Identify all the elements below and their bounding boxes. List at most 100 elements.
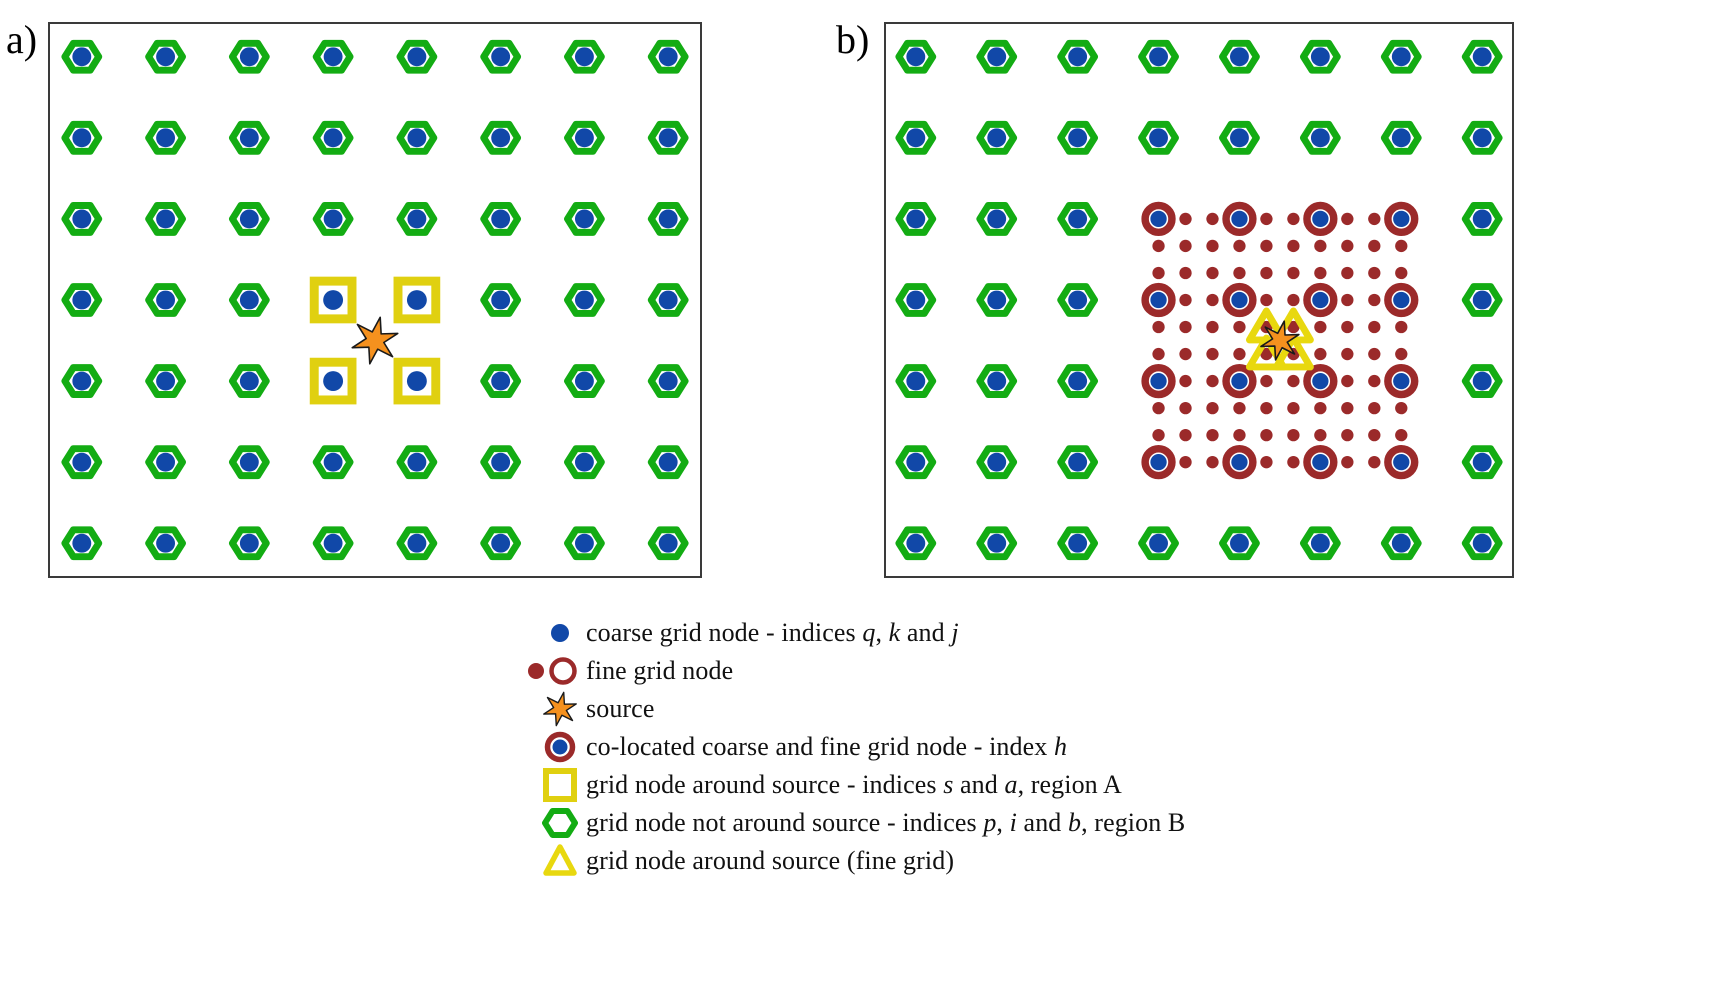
fine-grid-node-ring bbox=[1384, 282, 1419, 318]
fine-grid-node bbox=[1341, 456, 1354, 469]
green-hexagon-icon bbox=[312, 445, 354, 480]
legend-label: fine grid node bbox=[586, 656, 734, 685]
legend-item-yellow-triangle: grid node around source (fine grid) bbox=[500, 842, 1500, 880]
yellow-triangle-shape bbox=[543, 844, 577, 876]
coarse-grid-node bbox=[1472, 371, 1492, 391]
colocated-node-shape bbox=[544, 731, 576, 763]
green-hexagon-icon bbox=[480, 39, 522, 74]
green-hexagon-icon bbox=[647, 120, 689, 155]
legend-item-source-star: source bbox=[500, 690, 1500, 728]
source-star-shape bbox=[543, 691, 577, 727]
fine-grid-node bbox=[1179, 456, 1192, 469]
coarse-grid-node bbox=[574, 533, 594, 553]
coarse-grid-node bbox=[1472, 128, 1492, 148]
fine-grid-node bbox=[1341, 320, 1354, 334]
green-hexagon-icon bbox=[1380, 120, 1422, 155]
fine-grid-node-ring bbox=[1141, 363, 1176, 399]
fine-grid-node bbox=[1368, 293, 1381, 307]
fine-grid-node bbox=[1152, 266, 1165, 280]
yellow-square-marker bbox=[393, 276, 441, 324]
fine-grid-node bbox=[1368, 428, 1381, 442]
green-hexagon-icon bbox=[61, 364, 103, 398]
coarse-grid-node bbox=[1231, 454, 1248, 471]
fine-grid-node bbox=[1152, 347, 1165, 361]
green-hexagon-icon bbox=[564, 364, 605, 398]
coarse-grid-node bbox=[574, 209, 594, 229]
fine-grid-node-ring bbox=[1222, 363, 1257, 399]
fine-grid-node bbox=[1341, 293, 1354, 307]
green-hexagon-icon bbox=[564, 120, 605, 155]
fine-grid-node-ring bbox=[1141, 282, 1176, 318]
coarse-grid-node bbox=[658, 209, 678, 229]
green-hexagon-icon bbox=[1299, 120, 1341, 155]
green-hexagon-icon bbox=[480, 202, 522, 236]
legend-item-fine-node-dot-and-ring: fine grid node bbox=[500, 652, 1500, 690]
fine-grid-node-ring bbox=[1303, 282, 1338, 318]
green-hexagon-icon bbox=[228, 283, 270, 317]
fine-grid-node bbox=[1206, 456, 1219, 469]
green-hexagon-icon bbox=[542, 808, 578, 838]
fine-grid-node bbox=[1395, 401, 1408, 415]
green-hexagon-icon bbox=[976, 39, 1018, 74]
green-hexagon-icon bbox=[647, 202, 689, 236]
fine-grid-node bbox=[1206, 347, 1219, 361]
coarse-grid-node bbox=[156, 533, 176, 553]
legend-item-green-hexagon: grid node not around source - indices p,… bbox=[500, 804, 1500, 842]
green-hexagon-icon bbox=[145, 526, 186, 561]
fine-grid-node bbox=[1206, 212, 1219, 226]
coarse-grid-node bbox=[491, 290, 511, 310]
yellow-triangle-icon bbox=[543, 844, 577, 876]
fine-grid-node bbox=[1368, 266, 1381, 280]
green-hexagon-icon bbox=[564, 39, 605, 74]
coarse-grid-node bbox=[1231, 372, 1248, 390]
coarse-grid-node bbox=[406, 371, 427, 392]
coarse-grid-node bbox=[1150, 210, 1167, 228]
fine-grid-node bbox=[1260, 212, 1273, 226]
green-hexagon-icon bbox=[976, 120, 1018, 155]
green-hexagon-icon bbox=[895, 120, 937, 155]
panel-b-fine-nodes bbox=[1152, 212, 1408, 469]
green-hexagon-icon bbox=[145, 39, 186, 74]
coarse-grid-node bbox=[156, 128, 176, 148]
panel-b-canvas bbox=[895, 39, 1503, 561]
fine-grid-node-ring bbox=[1384, 201, 1419, 237]
coarse-grid-node bbox=[658, 290, 678, 310]
green-hexagon-icon bbox=[895, 202, 937, 236]
green-hexagon-icon bbox=[1380, 526, 1422, 561]
green-hexagon-icon bbox=[976, 526, 1018, 561]
legend-item-coarse-node-dot: coarse grid node - indices q, k and j bbox=[500, 614, 1500, 652]
legend-label: grid node around source - indices s and … bbox=[586, 770, 1122, 799]
yellow-triangle-marker bbox=[1272, 334, 1314, 371]
coarse-grid-node bbox=[1231, 210, 1248, 228]
coarse-grid-node bbox=[906, 533, 926, 553]
legend-label: grid node not around source - indices p,… bbox=[586, 808, 1186, 837]
fine-grid-node bbox=[1341, 374, 1354, 388]
fine-grid-node bbox=[1287, 293, 1300, 307]
fine-grid-node bbox=[1341, 212, 1354, 226]
coarse-grid-node bbox=[239, 128, 259, 148]
coarse-grid-node bbox=[239, 209, 259, 229]
coarse-grid-node bbox=[491, 128, 511, 148]
fine-grid-node bbox=[1314, 320, 1327, 334]
fine-grid-node-ring bbox=[1303, 363, 1338, 399]
coarse-grid-node bbox=[156, 371, 176, 391]
green-hexagon-icon bbox=[312, 39, 354, 74]
coarse-grid-node bbox=[906, 47, 926, 67]
green-hexagon-icon bbox=[1299, 39, 1341, 74]
coarse-grid-node bbox=[906, 128, 926, 148]
green-hexagon-icon bbox=[480, 364, 522, 398]
fine-grid-node bbox=[1341, 239, 1354, 253]
fine-grid-node bbox=[1206, 401, 1219, 415]
green-hexagon-icon bbox=[1380, 39, 1422, 74]
coarse-grid-node bbox=[987, 290, 1007, 310]
coarse-grid-node bbox=[1149, 47, 1168, 67]
fine-grid-node bbox=[1206, 293, 1219, 307]
coarse-grid-node bbox=[72, 290, 92, 310]
green-hexagon-icon bbox=[228, 120, 270, 155]
green-hexagon-icon bbox=[976, 364, 1018, 398]
fine-grid-node bbox=[1206, 239, 1219, 253]
fine-grid-node bbox=[1179, 212, 1192, 226]
coarse-grid-node bbox=[239, 371, 259, 391]
coarse-grid-node bbox=[987, 452, 1007, 472]
panel-b-source bbox=[1260, 320, 1300, 361]
